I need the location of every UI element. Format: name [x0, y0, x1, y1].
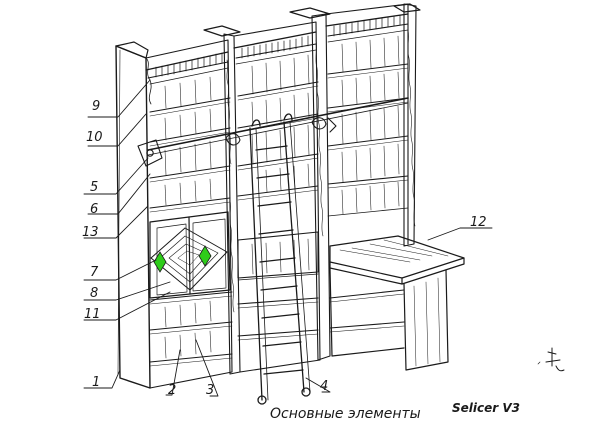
left-side-panel	[115, 45, 152, 389]
label-12: 12	[470, 215, 487, 230]
label-11: 11	[84, 307, 101, 322]
label-8: 8	[90, 286, 98, 301]
right-handle-highlight	[198, 245, 212, 267]
lower-cabinet	[149, 211, 231, 299]
label-2: 2	[168, 383, 176, 398]
label-1: 1	[92, 375, 100, 390]
middle-bay-back-boards	[251, 54, 310, 275]
part-labels: 9 10 5 6 13 7 8 11 1 2 3 4 12	[82, 99, 487, 398]
left-bay	[145, 39, 233, 389]
author-mark	[545, 347, 565, 372]
right-bay-back-boards	[341, 35, 400, 215]
label-3: 3	[206, 383, 214, 398]
middle-bay	[233, 21, 321, 373]
right-outer-post	[403, 3, 417, 247]
cabinet-handles-highlight	[153, 245, 212, 273]
leader-lines	[83, 79, 541, 397]
right-bay	[325, 3, 409, 333]
label-6: 6	[90, 202, 98, 217]
desk	[329, 235, 465, 371]
left-bay-back-boards	[164, 76, 212, 359]
label-5: 5	[90, 180, 98, 195]
drawing-caption: Основные элементы	[270, 406, 421, 422]
left-handle-highlight	[153, 251, 167, 273]
right-baluster-row	[333, 14, 401, 37]
left-baluster-row	[155, 52, 223, 78]
middle-baluster-row	[241, 35, 309, 59]
label-10: 10	[86, 130, 103, 145]
rail-brackets	[137, 117, 337, 167]
author-signature: Selicer V3	[452, 401, 520, 415]
top-cornice	[115, 3, 421, 59]
label-7: 7	[90, 265, 99, 280]
middle-divider-right	[311, 13, 331, 361]
ladder-rail	[147, 97, 409, 156]
label-13: 13	[82, 225, 99, 240]
ladder	[249, 113, 311, 405]
label-4: 4	[320, 379, 328, 394]
label-9: 9	[92, 99, 100, 114]
